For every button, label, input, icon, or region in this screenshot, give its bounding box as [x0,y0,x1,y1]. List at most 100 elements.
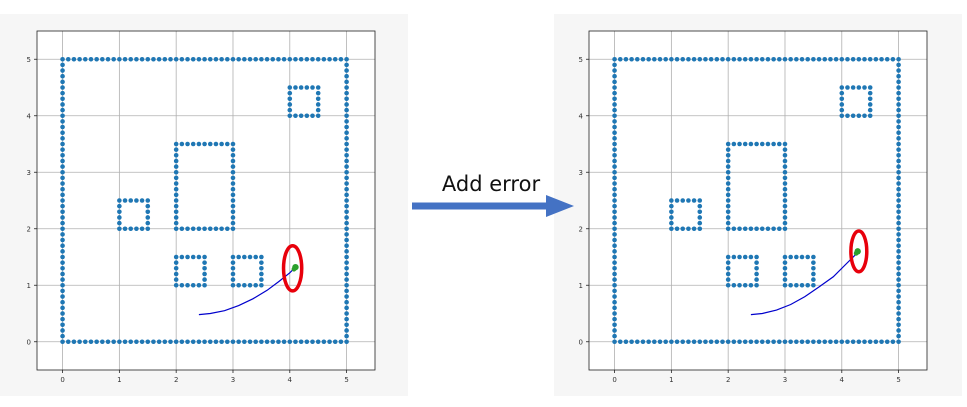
obstacle-point [669,209,674,215]
obstacle-point [190,141,196,147]
obstacle-point [344,73,349,79]
obstacle-point [782,209,788,215]
obstacle-point [145,220,151,226]
obstacle-point [782,215,788,220]
obstacle-point [60,282,65,288]
obstacle-point [60,96,65,102]
obstacle-point [725,192,731,198]
obstacle-point [731,282,737,288]
obstacle-point [833,56,839,62]
obstacle-point [612,79,617,85]
obstacle-point [811,266,816,271]
obstacle-point [344,85,349,90]
obstacle-point [122,56,128,62]
obstacle-point [145,209,151,215]
obstacle-point [867,56,873,62]
obstacle-point [896,62,901,68]
obstacle-point [242,339,247,345]
obstacle-point [344,169,349,175]
obstacle-point [213,56,219,62]
obstacle-point [896,316,901,322]
obstacle-point [850,56,856,62]
obstacle-point [344,90,349,96]
plot-area [589,31,927,370]
obstacle-point [612,203,617,209]
axes-frame [588,30,928,371]
obstacle-point [777,56,782,62]
obstacle-point [748,339,754,345]
obstacle-point [344,102,349,107]
obstacle-point [344,141,349,147]
obstacle-point [856,56,862,62]
obstacle-point [344,322,349,328]
obstacle-point [310,339,315,345]
obstacle-point [134,198,139,203]
obstacle-point [612,186,617,192]
obstacle-point [190,339,196,345]
obstacle-points [60,56,349,345]
obstacle-point [612,215,617,220]
obstacle-point [230,271,236,277]
obstacle-point [60,249,65,254]
obstacle-point [663,339,668,345]
obstacle-point [230,164,236,169]
obstacle-point [122,198,128,203]
obstacle-point [777,339,782,345]
obstacle-point [782,175,788,181]
obstacle-point [669,226,674,232]
obstacle-point [105,339,111,345]
obstacle-point [179,141,185,147]
obstacle-point [287,107,293,113]
obstacle-point [867,102,873,107]
obstacle-point [612,90,617,96]
obstacle-point [896,215,901,220]
obstacle-point [344,186,349,192]
obstacle-point [190,254,196,260]
obstacle-point [230,56,236,62]
obstacle-point [612,294,617,299]
obstacle-point [839,107,845,113]
obstacle-point [697,198,703,203]
obstacle-point [60,102,65,107]
obstacle-point [839,113,845,119]
obstacle-point [185,254,190,260]
obstacle-point [777,141,782,147]
obstacle-point [213,141,219,147]
obstacle-point [652,56,657,62]
x-tick-label: 3 [783,376,787,384]
obstacle-point [680,339,686,345]
obstacle-point [612,169,617,175]
obstacle-point [60,56,65,62]
obstacle-point [145,226,151,232]
obstacle-point [202,271,207,277]
obstacle-point [259,277,264,282]
obstacle-point [896,333,901,339]
obstacle-point [207,226,213,232]
obstacle-point [612,226,617,232]
obstacle-point [60,158,65,164]
obstacle-point [230,226,236,232]
obstacle-point [890,339,896,345]
obstacle-point [742,226,748,232]
obstacle-point [173,209,179,215]
obstacle-point [731,56,737,62]
obstacle-point [754,277,759,282]
obstacle-point [862,113,867,119]
obstacle-point [287,102,293,107]
obstacle-point [230,141,236,147]
obstacle-point [230,181,236,186]
obstacle-point [298,85,304,90]
obstacle-point [703,339,708,345]
obstacle-point [173,339,179,345]
obstacle-point [725,169,731,175]
obstacle-point [259,260,264,265]
obstacle-point [828,56,833,62]
obstacle-point [344,277,349,282]
obstacle-point [344,282,349,288]
obstacle-point [145,198,151,203]
obstacle-point [896,294,901,299]
obstacle-point [253,56,259,62]
obstacle-point [128,339,134,345]
obstacle-point [873,339,879,345]
obstacle-point [799,56,805,62]
